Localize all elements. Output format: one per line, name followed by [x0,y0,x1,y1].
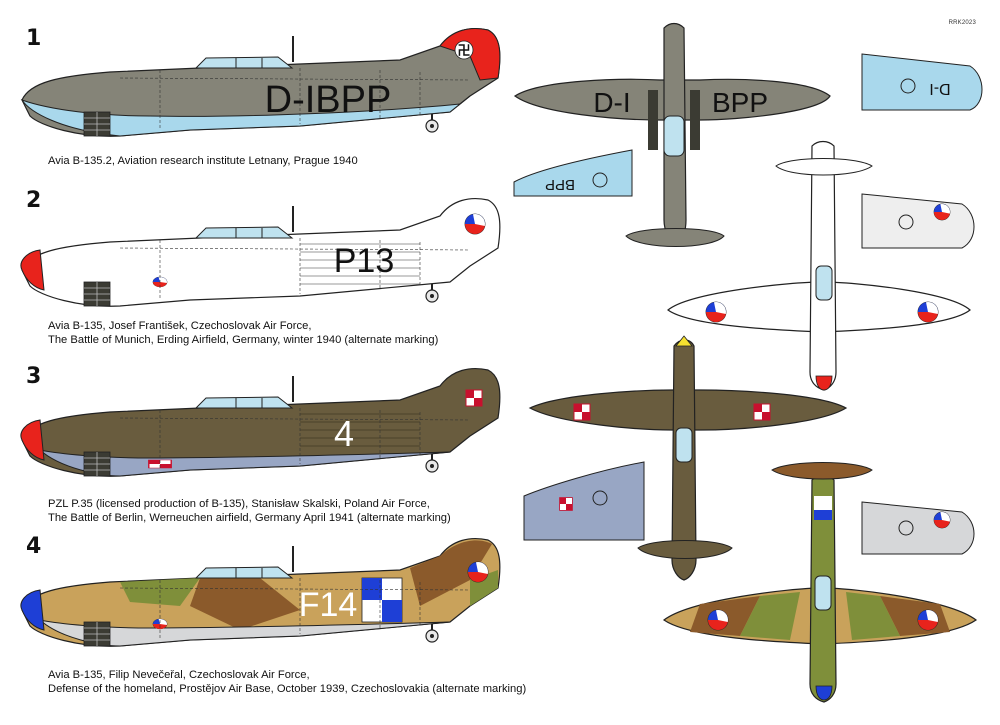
scheme-2-underside-view [667,140,971,391]
scheme-4-side-view: F14 [20,537,501,647]
caption-3-line-2: The Battle of Berlin, Werneuchen airfiel… [48,512,451,524]
scheme-1-underwing-left: BPP [513,149,633,197]
scheme-4-registration: F14 [299,586,358,624]
scheme-4-underwing-panel [861,501,975,555]
caption-4-line-2: Defense of the homeland, Prostějov Air B… [48,683,527,695]
caption-1-line-1: Avia B-135.2, Aviation research institut… [48,155,358,167]
scheme-1-underwing-right: D-I [861,53,983,111]
scheme-3-top-view [528,335,848,581]
artist-credit: RRK2023 [948,20,976,26]
scheme-3-side-view: 4 [20,367,501,477]
scheme-number-3: 3 [26,364,42,389]
scheme-1-top-view: D-I BPP [513,22,831,247]
scheme-1-registration: D-IBPP [265,79,392,121]
caption-2-line-1: Avia B-135, Josef František, Czechoslova… [48,320,312,332]
caption-3: PZL P.35 (licensed production of B-135),… [48,497,451,525]
scheme-4-top-view [662,462,978,703]
scheme-1-underwing-b-text: D-I [929,80,950,97]
caption-2: Avia B-135, Josef František, Czechoslova… [48,319,438,347]
scheme-number-1: 1 [26,26,42,51]
caption-2-line-2: The Battle of Munich, Erding Airfield, G… [48,334,439,346]
svg-text:卍: 卍 [457,44,470,59]
scheme-1-side-view: 卍 D-IBPP [20,27,501,137]
caption-3-line-1: PZL P.35 (licensed production of B-135),… [48,498,430,510]
scheme-2-registration: P13 [334,242,395,280]
scheme-1-top-wing-right: BPP [712,87,768,118]
scheme-3-registration: 4 [334,413,354,454]
scheme-number-2: 2 [26,188,42,213]
caption-1: Avia B-135.2, Aviation research institut… [48,154,358,168]
scheme-number-4: 4 [26,534,42,559]
scheme-1-top-wing-left: D-I [593,87,630,118]
caption-4-line-1: Avia B-135, Filip Nevečeřal, Czechoslova… [48,669,310,681]
caption-4: Avia B-135, Filip Nevečeřal, Czechoslova… [48,668,526,696]
scheme-2-underwing-panel [861,193,975,249]
scheme-3-underwing-panel [523,461,645,541]
scheme-2-side-view: P13 [20,197,501,307]
scheme-1-underwing-a-text: BPP [545,176,575,193]
